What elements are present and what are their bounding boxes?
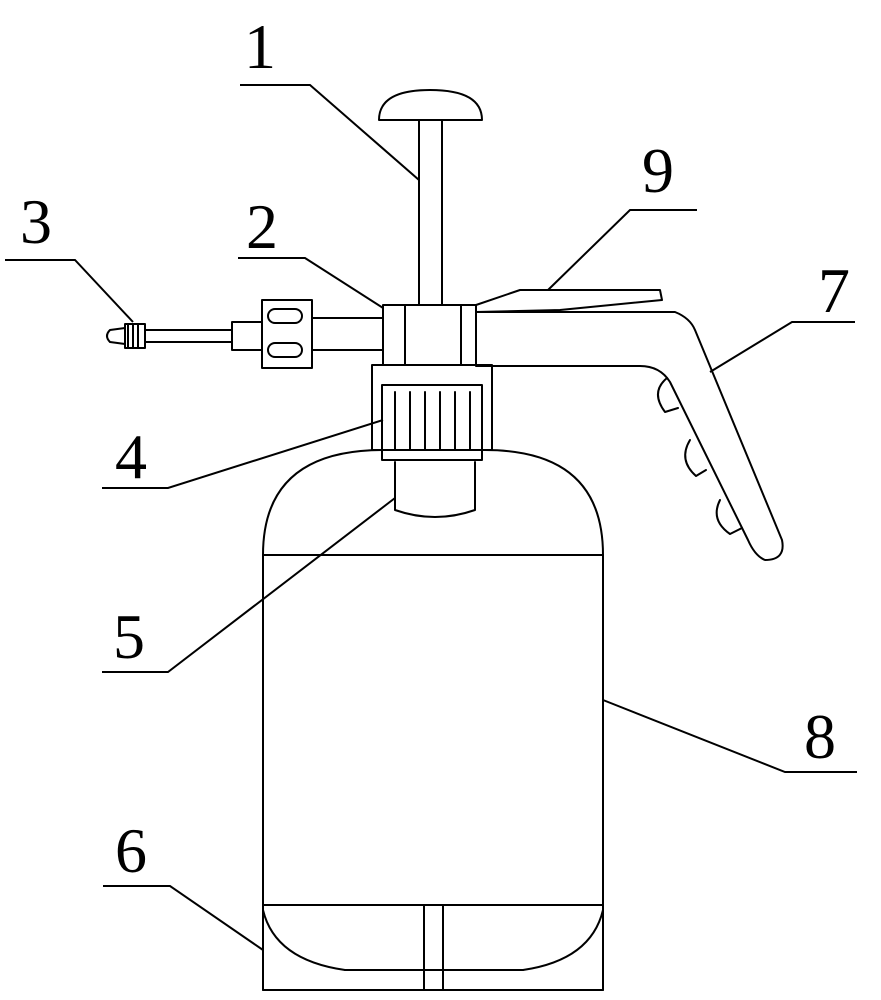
- bottle-base: [262, 904, 604, 991]
- pump-plunger: [378, 89, 483, 306]
- spray-nozzle: [106, 299, 384, 369]
- leader-1: [240, 84, 420, 181]
- leader-6: [103, 885, 264, 951]
- hand-grip: [475, 311, 784, 561]
- bottle-body: [262, 449, 604, 906]
- leader-8: [602, 699, 857, 773]
- leader-5: [102, 497, 396, 673]
- callout-7: 7: [818, 255, 850, 326]
- leader-7: [709, 321, 855, 373]
- leader-2: [238, 257, 384, 309]
- leader-9: [547, 209, 697, 291]
- callout-4: 4: [115, 421, 147, 492]
- callout-labels: 1 2 3 4 5 6 7 8 9: [20, 11, 850, 886]
- callout-1: 1: [244, 11, 276, 82]
- trigger-lever: [475, 289, 663, 313]
- leader-3: [5, 259, 134, 323]
- callout-8: 8: [804, 701, 836, 772]
- callout-2: 2: [246, 191, 278, 262]
- callout-9: 9: [642, 135, 674, 206]
- leader-4: [102, 419, 384, 489]
- threaded-cap: [371, 364, 493, 461]
- callout-6: 6: [115, 815, 147, 886]
- leader-lines: [5, 84, 857, 951]
- pump-head: [382, 304, 477, 366]
- callout-3: 3: [20, 186, 52, 257]
- callout-5: 5: [113, 601, 145, 672]
